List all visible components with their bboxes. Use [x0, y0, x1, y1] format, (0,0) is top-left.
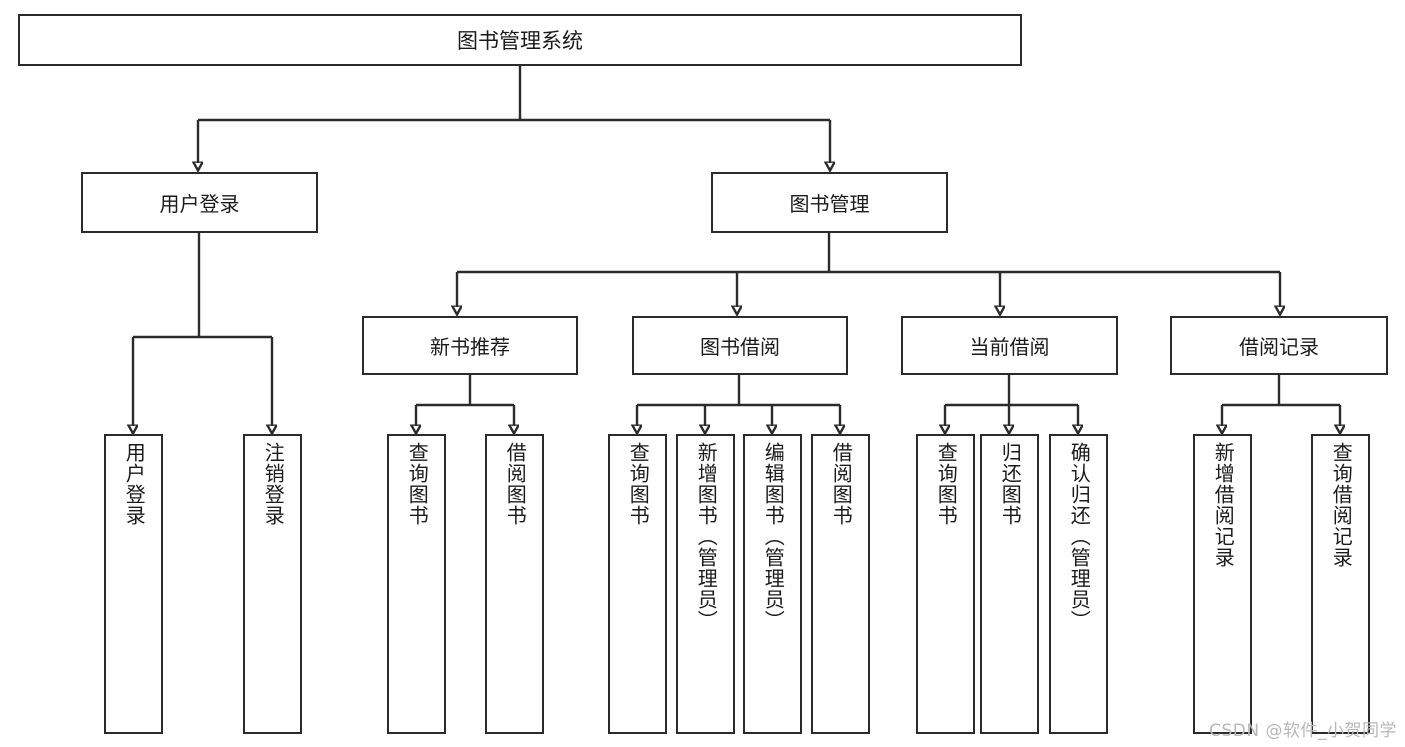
leaf-borrow-add-book-label: 新增图书（管理员） [694, 442, 719, 631]
leaf-borrow-query-book-label: 查询图书 [626, 442, 651, 526]
leaf-record-query-label: 查询借阅记录 [1329, 442, 1354, 568]
node-current-borrow-label: 当前借阅 [969, 335, 1050, 359]
leaf-record-add[interactable]: 新增借阅记录 [1193, 434, 1252, 734]
leaf-current-return-book[interactable]: 归还图书 [980, 434, 1039, 734]
leaf-borrow-query-book[interactable]: 查询图书 [608, 434, 667, 734]
watermark-text: CSDN @软件_小贺同学 [1209, 721, 1397, 741]
node-user-login-label: 用户登录 [159, 192, 240, 216]
node-current-borrow[interactable]: 当前借阅 [901, 316, 1118, 375]
leaf-borrow-borrow-book[interactable]: 借阅图书 [811, 434, 870, 734]
leaf-newbook-borrow-book[interactable]: 借阅图书 [485, 434, 544, 734]
leaf-logout[interactable]: 注销登录 [243, 434, 302, 734]
node-root[interactable]: 图书管理系统 [18, 14, 1022, 66]
leaf-newbook-query-book-label: 查询图书 [405, 442, 430, 526]
node-user-login[interactable]: 用户登录 [81, 172, 318, 233]
leaf-borrow-add-book[interactable]: 新增图书（管理员） [676, 434, 735, 734]
leaf-current-query-book-label: 查询图书 [934, 442, 959, 526]
leaf-borrow-edit-book-label: 编辑图书（管理员） [761, 442, 786, 631]
leaf-user-login[interactable]: 用户登录 [104, 434, 163, 734]
leaf-user-login-label: 用户登录 [122, 442, 147, 526]
leaf-newbook-borrow-book-label: 借阅图书 [503, 442, 528, 526]
leaf-newbook-query-book[interactable]: 查询图书 [387, 434, 446, 734]
leaf-current-confirm-return-label: 确认归还（管理员） [1067, 442, 1092, 631]
leaf-borrow-edit-book[interactable]: 编辑图书（管理员） [743, 434, 802, 734]
node-book-management-label: 图书管理 [789, 192, 870, 216]
node-book-borrow[interactable]: 图书借阅 [632, 316, 848, 375]
node-root-label: 图书管理系统 [457, 29, 583, 53]
leaf-current-confirm-return[interactable]: 确认归还（管理员） [1049, 434, 1108, 734]
leaf-borrow-borrow-book-label: 借阅图书 [829, 442, 854, 526]
node-borrow-record-label: 借阅记录 [1239, 335, 1319, 359]
leaf-current-return-book-label: 归还图书 [998, 442, 1023, 526]
node-new-book-recommend[interactable]: 新书推荐 [362, 316, 578, 375]
leaf-record-query[interactable]: 查询借阅记录 [1311, 434, 1370, 734]
leaf-current-query-book[interactable]: 查询图书 [916, 434, 975, 734]
node-borrow-record[interactable]: 借阅记录 [1170, 316, 1388, 375]
node-new-book-recommend-label: 新书推荐 [430, 335, 510, 359]
leaf-record-add-label: 新增借阅记录 [1211, 442, 1236, 568]
leaf-logout-label: 注销登录 [261, 442, 286, 526]
node-book-management[interactable]: 图书管理 [711, 172, 948, 233]
node-book-borrow-label: 图书借阅 [700, 335, 780, 359]
